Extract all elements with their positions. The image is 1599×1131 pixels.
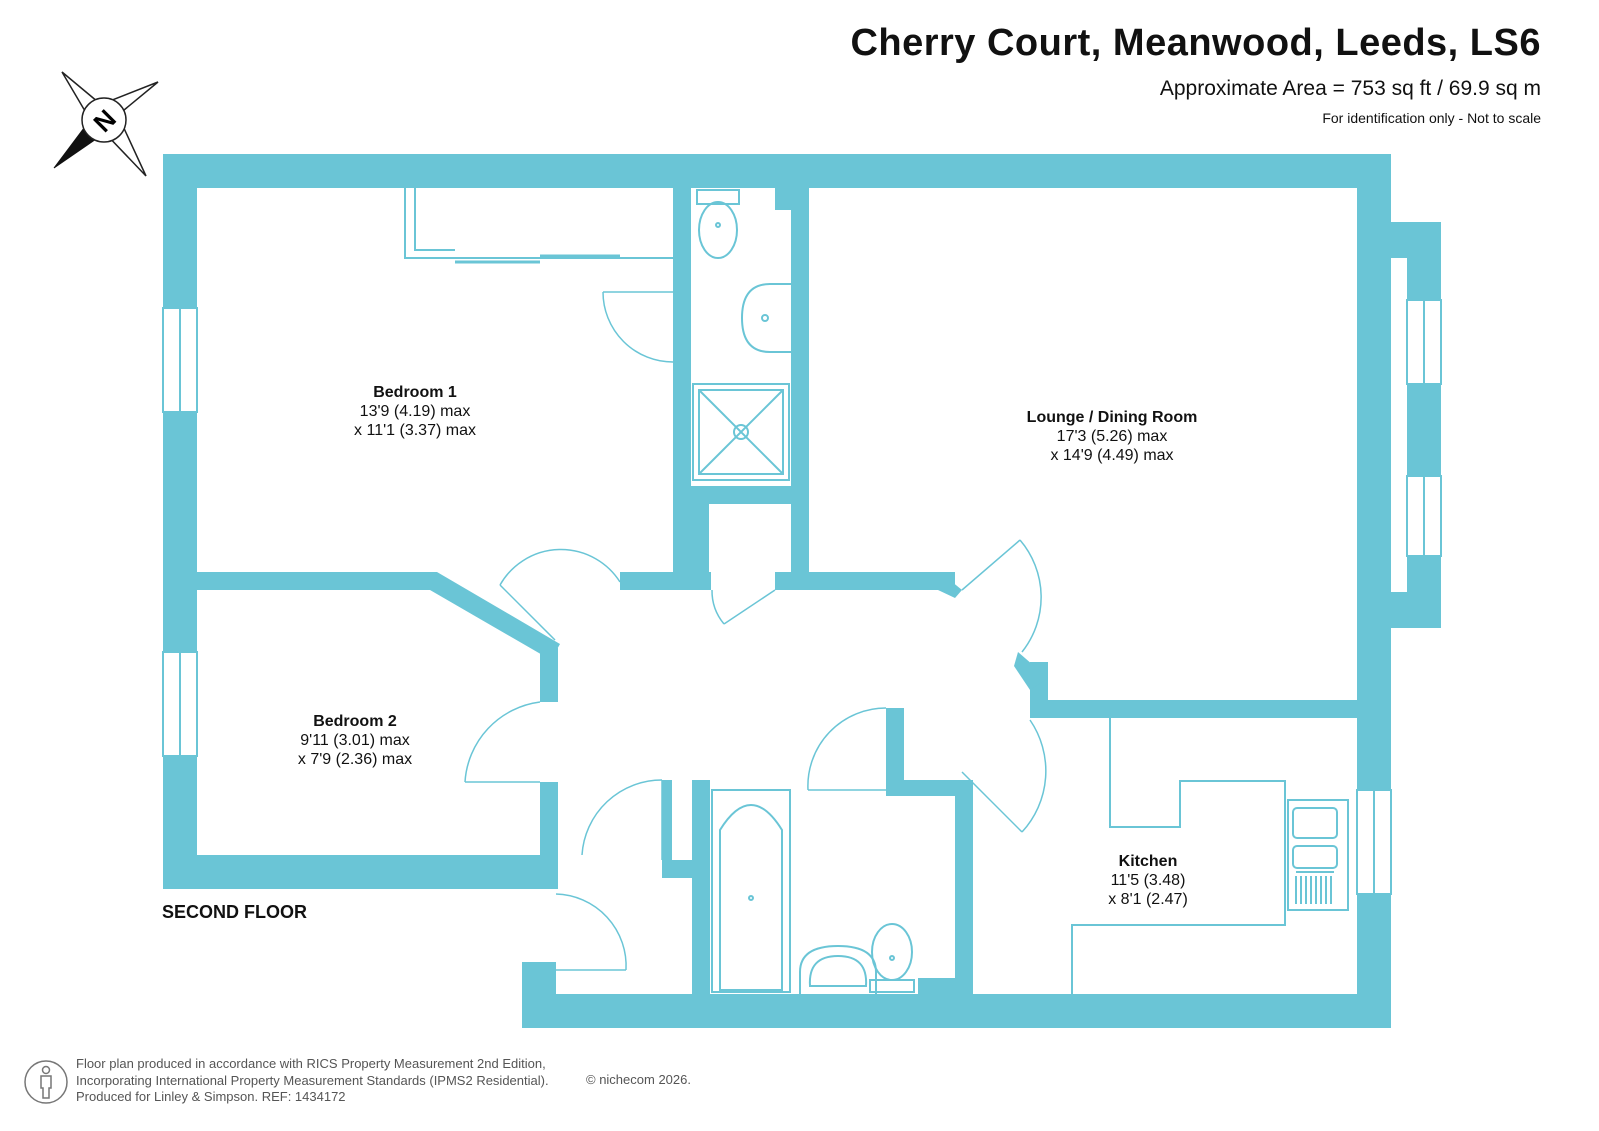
footer-line: Floor plan produced in accordance with R…	[76, 1056, 546, 1071]
north-arrow-icon: N	[53, 71, 159, 177]
copyright: © nichecom 2026.	[586, 1072, 691, 1087]
person-icon	[24, 1060, 68, 1104]
room-dimension: x 14'9 (4.49) max	[1050, 447, 1174, 464]
doors	[464, 291, 1047, 971]
walls	[163, 154, 1441, 1028]
room-label-bedroom-1: Bedroom 1 13'9 (4.19) max x 11'1 (3.37) …	[354, 383, 476, 440]
room-dimension: 11'5 (3.48)	[1110, 872, 1186, 889]
room-dimension: x 11'1 (3.37) max	[354, 422, 476, 439]
room-label-lounge-dining: Lounge / Dining Room 17'3 (5.26) max x 1…	[1027, 408, 1198, 465]
room-label-kitchen: Kitchen 11'5 (3.48) x 8'1 (2.47)	[1108, 852, 1188, 909]
approximate-area: Approximate Area = 753 sq ft / 69.9 sq m	[1159, 77, 1541, 100]
room-dimension: x 8'1 (2.47)	[1108, 891, 1188, 908]
room-name: Lounge / Dining Room	[1026, 409, 1198, 426]
room-label-bedroom-2: Bedroom 2 9'11 (3.01) max x 7'9 (2.36) m…	[298, 712, 412, 769]
identification-note: For identification only - Not to scale	[1322, 110, 1541, 126]
room-dimension: 17'3 (5.26) max	[1056, 428, 1168, 445]
footer-disclaimer: Floor plan produced in accordance with R…	[76, 1056, 549, 1106]
fixtures	[404, 188, 1349, 994]
property-title: Cherry Court, Meanwood, Leeds, LS6	[850, 22, 1541, 64]
room-dimension: 13'9 (4.19) max	[359, 403, 471, 420]
room-name: Bedroom 1	[373, 384, 457, 401]
footer-line: Incorporating International Property Mea…	[76, 1072, 549, 1088]
room-dimension: x 7'9 (2.36) max	[297, 751, 413, 768]
footer-line: Produced for Linley & Simpson. REF: 1434…	[76, 1089, 346, 1104]
room-name: Kitchen	[1118, 853, 1178, 870]
room-name: Bedroom 2	[313, 713, 397, 730]
windows	[162, 299, 1442, 895]
floor-label: SECOND FLOOR	[162, 902, 308, 922]
room-dimension: 9'11 (3.01) max	[300, 732, 410, 749]
